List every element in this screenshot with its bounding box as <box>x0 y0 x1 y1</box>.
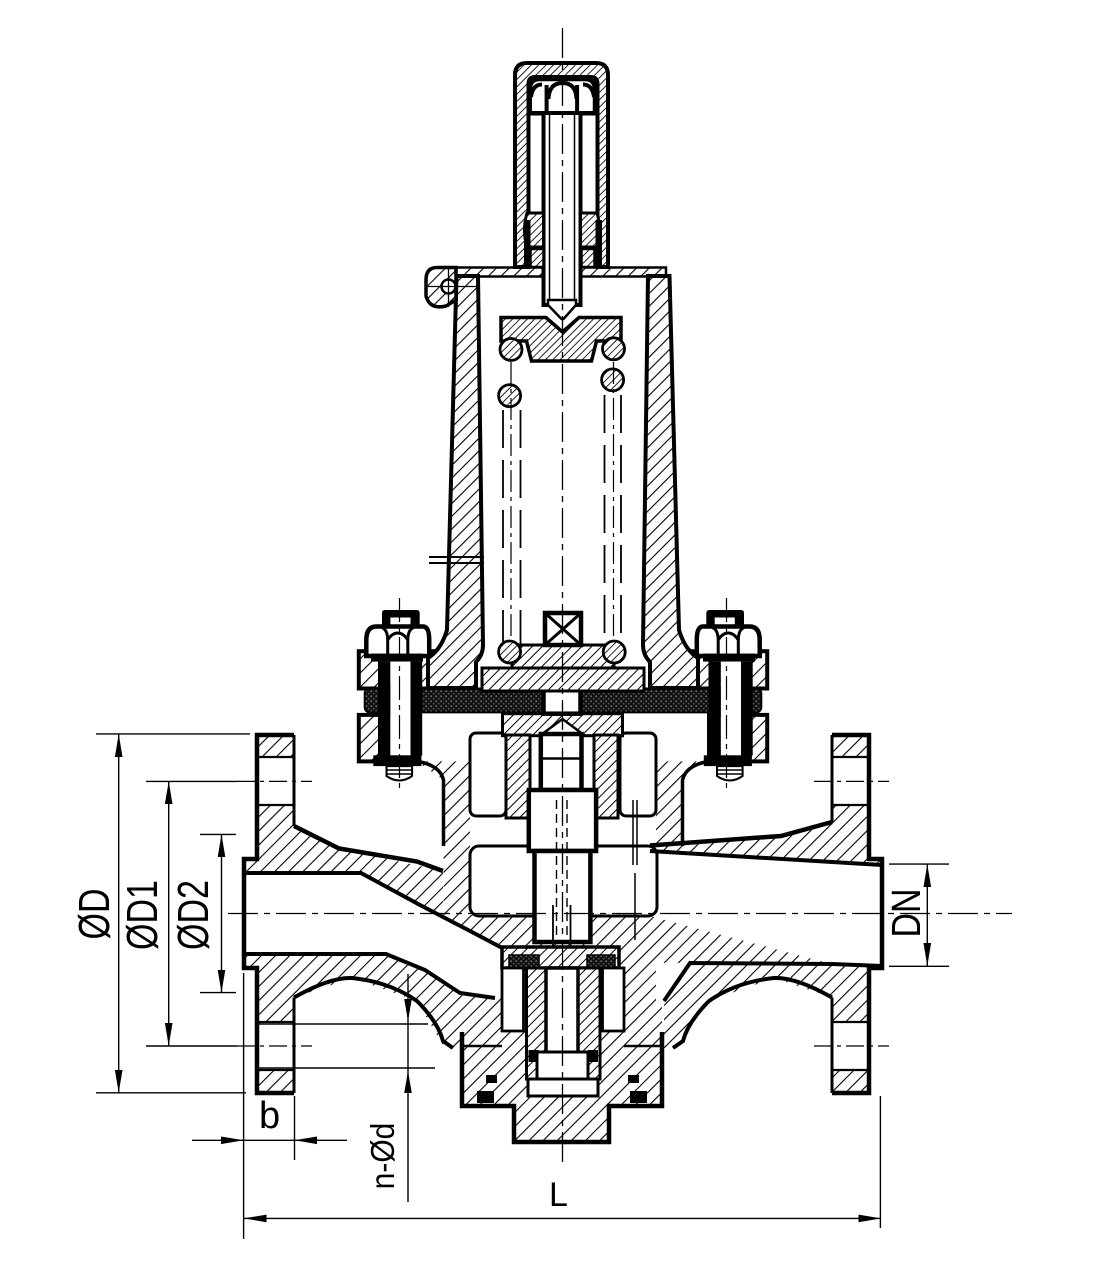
svg-text:DN: DN <box>883 888 929 937</box>
svg-text:n-Ød: n-Ød <box>363 1123 401 1190</box>
svg-text:b: b <box>259 1095 280 1137</box>
svg-text:L: L <box>549 1176 568 1214</box>
svg-text:ØD: ØD <box>70 889 119 940</box>
svg-text:ØD1: ØD1 <box>118 880 167 950</box>
svg-text:ØD2: ØD2 <box>169 880 218 950</box>
